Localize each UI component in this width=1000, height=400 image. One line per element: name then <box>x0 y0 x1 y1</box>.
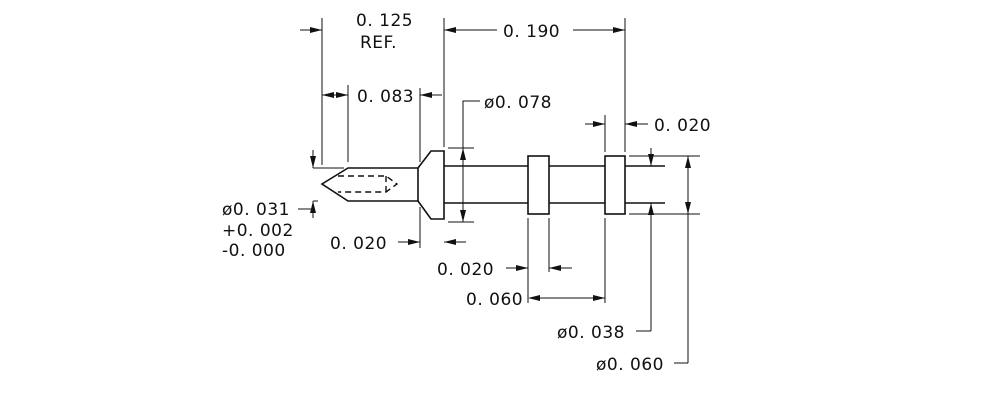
pin-part <box>320 150 665 220</box>
extension-lines <box>321 18 700 303</box>
label-collar-width-left: 0. 020 <box>437 260 494 280</box>
label-shank-diameter: ø0. 038 <box>557 323 625 343</box>
collar-right <box>604 155 626 215</box>
label-tip-tol-minus: -0. 000 <box>222 241 286 261</box>
label-overall-length: 0. 190 <box>503 22 560 42</box>
label-tip-diameter: ø0. 031 <box>222 200 290 220</box>
collar-left <box>527 155 550 215</box>
label-head-ref-value: 0. 125 <box>356 11 413 31</box>
label-tip-length: 0. 083 <box>357 87 414 107</box>
label-collar-width-right: 0. 020 <box>654 116 711 136</box>
label-collar-spacing: 0. 060 <box>466 290 523 310</box>
label-head-thickness: 0. 020 <box>330 234 387 254</box>
label-tip-tol-plus: +0. 002 <box>222 221 294 241</box>
pin-flange-outline <box>417 150 445 220</box>
label-head-ref-suffix: REF. <box>360 33 397 53</box>
dimension-labels: 0. 125 REF. 0. 190 0. 083 ø0. 078 0. 020… <box>222 11 711 375</box>
label-collar-diameter: ø0. 060 <box>596 355 664 375</box>
label-head-diameter: ø0. 078 <box>484 93 552 113</box>
pin-tip-hidden-bore <box>338 175 399 193</box>
dimension-lines <box>298 27 691 364</box>
pin-tip-outline <box>320 167 419 202</box>
